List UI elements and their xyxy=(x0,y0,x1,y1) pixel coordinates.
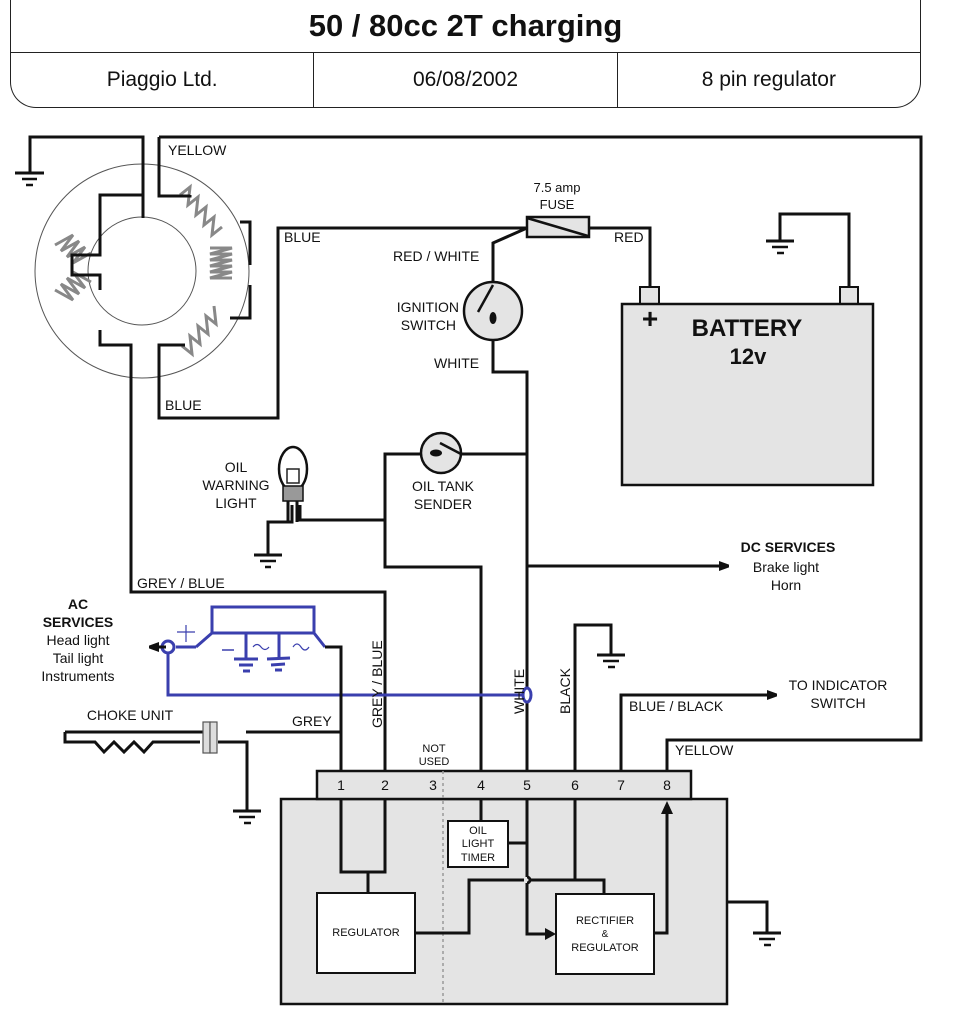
battery-positive-symbol: + xyxy=(642,303,658,334)
regulator-pin-numbers: 1 2 3 4 5 6 7 8 xyxy=(337,777,671,793)
indicator-switch: TO INDICATOR SWITCH xyxy=(789,677,888,711)
oil-tank-sender: OIL TANK SENDER xyxy=(412,431,475,512)
choke-unit-connector: CHOKE UNIT xyxy=(87,707,218,754)
wire-label-blue: BLUE xyxy=(284,229,321,245)
pin-number: 4 xyxy=(477,777,485,793)
oil-light-timer-label-1: OIL xyxy=(469,825,487,837)
coil-icon xyxy=(181,305,218,358)
not-used-label-1: NOT xyxy=(422,743,446,755)
title-block: 50 / 80cc 2T charging Piaggio Ltd. 06/08… xyxy=(10,0,921,108)
indicator-switch-label-2: SWITCH xyxy=(810,695,865,711)
dc-services-item: Horn xyxy=(771,577,801,593)
coil-icon xyxy=(209,246,233,280)
rectifier-regulator-label-2: & xyxy=(602,929,609,940)
pin-number: 1 xyxy=(337,777,345,793)
choke-unit-label: CHOKE UNIT xyxy=(87,707,174,723)
battery-voltage: 12v xyxy=(730,344,767,369)
oil-warning-light-label-3: LIGHT xyxy=(215,495,257,511)
ground-icon xyxy=(727,900,781,947)
dc-services-item: Brake light xyxy=(753,559,819,575)
oil-warning-light: OIL WARNING LIGHT xyxy=(202,445,309,522)
wire-label-white-vertical: WHITE xyxy=(511,669,527,714)
ac-services-item: Instruments xyxy=(41,668,114,684)
rectifier-regulator-block: RECTIFIER & REGULATOR xyxy=(555,893,655,975)
ac-services: AC SERVICES Head light Tail light Instru… xyxy=(41,596,114,684)
wire-label-black: BLACK xyxy=(557,667,573,714)
regulator-type-cell: 8 pin regulator xyxy=(701,68,836,91)
fuse-label: FUSE xyxy=(540,197,575,212)
ignition-switch-label-2: SWITCH xyxy=(401,317,456,333)
ac-services-item: Tail light xyxy=(53,650,104,666)
wire-label-white: WHITE xyxy=(434,355,479,371)
pin-number: 2 xyxy=(381,777,389,793)
indicator-switch-label-1: TO INDICATOR xyxy=(789,677,888,693)
regulator-block: REGULATOR xyxy=(316,892,416,974)
dc-services: DC SERVICES Brake light Horn xyxy=(741,539,836,593)
oil-light-timer-label-2: LIGHT xyxy=(462,838,495,850)
fuse: 7.5 amp FUSE xyxy=(525,180,591,239)
wire-label-grey-blue: GREY / BLUE xyxy=(137,575,225,591)
wire-label-blue-black: BLUE / BLACK xyxy=(629,698,724,714)
wire-label-grey-blue-vertical: GREY / BLUE xyxy=(369,640,385,728)
ac-services-title-1: AC xyxy=(68,596,88,612)
oil-tank-sender-label-1: OIL TANK xyxy=(412,478,475,494)
oil-light-timer-label-3: TIMER xyxy=(461,852,495,864)
rectifier-regulator-label-3: REGULATOR xyxy=(571,942,638,954)
pin-number: 8 xyxy=(663,777,671,793)
coil-icon xyxy=(54,233,92,265)
ignition-switch: IGNITION SWITCH xyxy=(397,280,524,342)
stator-inner-ring xyxy=(87,216,197,326)
wire-label-red: RED xyxy=(614,229,644,245)
ground-icon xyxy=(15,171,44,187)
regulator-module: 1 2 3 4 5 6 7 8 NOT USED xyxy=(279,743,729,1006)
wire-label-yellow: YELLOW xyxy=(168,142,227,158)
rectifier-regulator-label-1: RECTIFIER xyxy=(576,915,634,927)
ignition-switch-label-1: IGNITION xyxy=(397,299,459,315)
oil-tank-sender-label-2: SENDER xyxy=(414,496,472,512)
arrow-icon xyxy=(661,801,673,814)
ground-icon xyxy=(766,239,794,255)
fuse-rating: 7.5 amp xyxy=(534,180,581,195)
oil-warning-light-label-2: WARNING xyxy=(202,477,269,493)
diagram-title: 50 / 80cc 2T charging xyxy=(11,0,920,53)
manufacturer-cell: Piaggio Ltd. xyxy=(11,53,315,107)
wire-label-grey: GREY xyxy=(292,713,332,729)
ac-services-title-2: SERVICES xyxy=(43,614,114,630)
stator xyxy=(28,135,527,585)
arrow-icon xyxy=(545,928,556,940)
pin-number: 3 xyxy=(429,777,437,793)
pin-number: 5 xyxy=(523,777,531,793)
pin-number: 6 xyxy=(571,777,579,793)
ac-services-switch-annotation xyxy=(160,605,533,704)
pin-number: 7 xyxy=(617,777,625,793)
not-used-label-2: USED xyxy=(419,756,450,768)
ac-services-item: Head light xyxy=(46,632,109,648)
wire-labels: YELLOW BLUE BLUE RED / WHITE RED WHITE G… xyxy=(137,142,734,758)
ground-icon xyxy=(254,553,282,569)
date-cell: 06/08/2002 xyxy=(314,53,618,107)
dc-services-title: DC SERVICES xyxy=(741,539,836,555)
ground-icon xyxy=(233,809,261,825)
battery: + BATTERY 12v xyxy=(620,286,875,487)
oil-light-timer: OIL LIGHT TIMER xyxy=(447,820,509,868)
oil-warning-light-label-1: OIL xyxy=(225,459,248,475)
regulator-label: REGULATOR xyxy=(332,927,399,939)
ground-icon xyxy=(597,653,625,669)
battery-label: BATTERY xyxy=(692,315,803,342)
wire-label-red-white: RED / WHITE xyxy=(393,248,479,264)
wire-label-blue: BLUE xyxy=(165,397,202,413)
wire-label-yellow-pin8: YELLOW xyxy=(675,742,734,758)
